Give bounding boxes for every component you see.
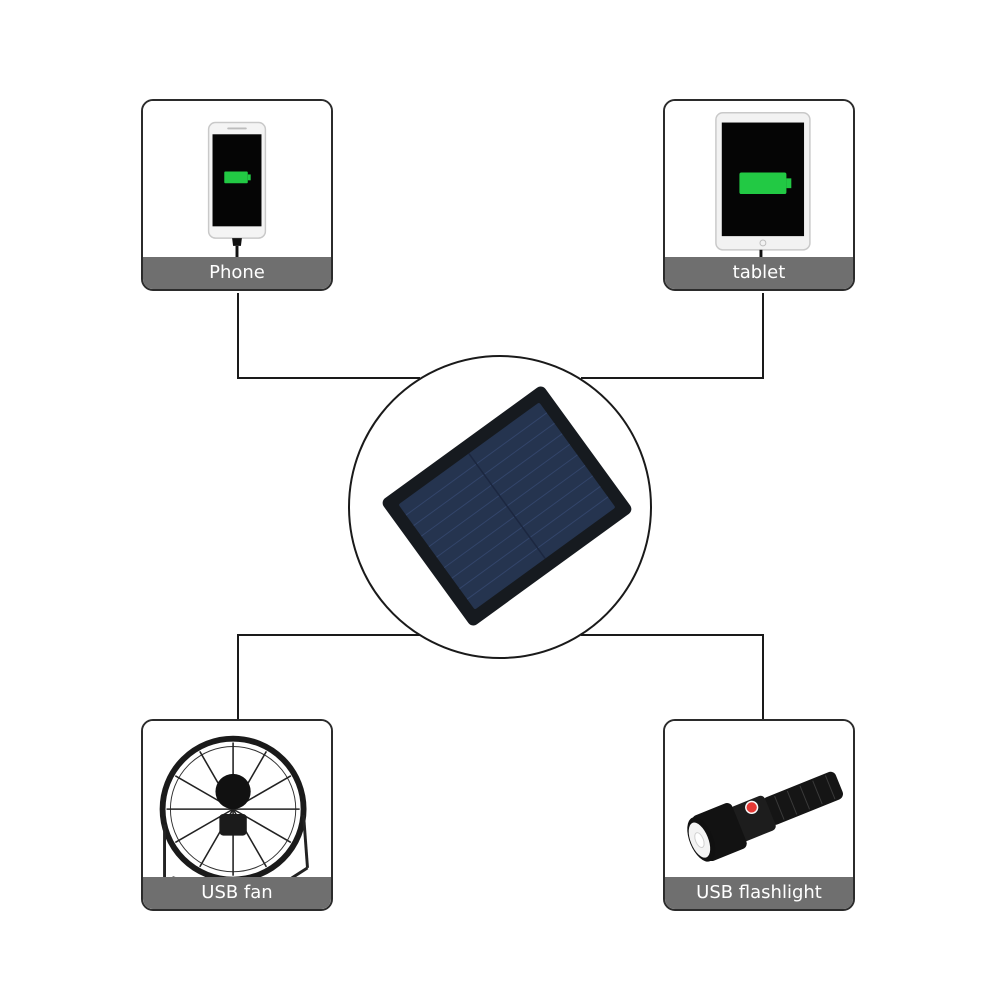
- connector-fan: [238, 635, 420, 719]
- device-label-flashlight: USB flashlight: [665, 877, 853, 909]
- connector-tablet: [581, 293, 763, 378]
- device-card-flashlight: USB flashlight: [663, 719, 855, 911]
- device-card-tablet: tablet: [663, 99, 855, 291]
- device-label-fan: USB fan: [143, 877, 331, 909]
- hub-circle: [349, 356, 651, 658]
- device-label-phone: Phone: [143, 257, 331, 289]
- device-card-fan: USB fan: [141, 719, 333, 911]
- connector-flashlight: [581, 635, 763, 719]
- device-label-tablet: tablet: [665, 257, 853, 289]
- device-card-phone: Phone: [141, 99, 333, 291]
- connector-phone: [238, 293, 420, 378]
